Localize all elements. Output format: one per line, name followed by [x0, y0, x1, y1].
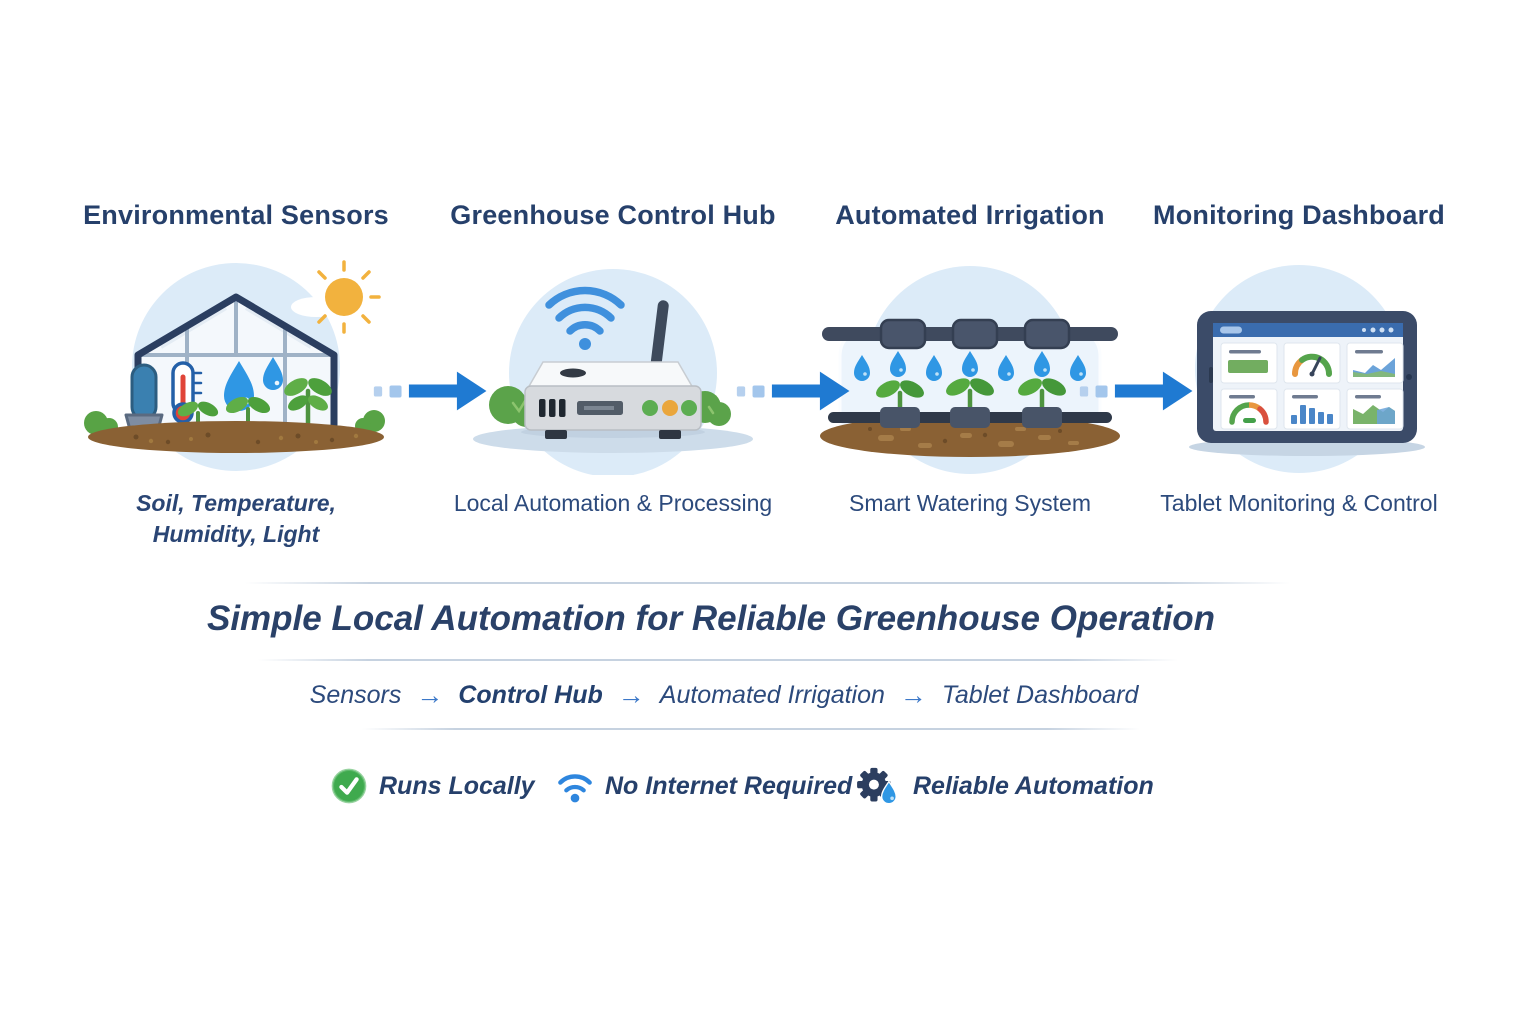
panel-monitoring-dashboard: Monitoring Dashboard: [1129, 200, 1469, 580]
arrow-right-icon: →: [416, 680, 444, 710]
drip-connector: [880, 407, 920, 428]
status-led-green: [681, 400, 697, 416]
drip-emitter: [879, 318, 927, 350]
control-hub-illustration: [473, 269, 753, 475]
dashboard-card-area-chart: [1346, 342, 1404, 384]
panel-caption: Local Automation & Processing: [453, 490, 773, 516]
vent-slots: [539, 399, 566, 417]
divider-line: [362, 728, 1140, 730]
check-circle-icon: [331, 768, 367, 804]
divider-line: [258, 659, 1178, 661]
status-led-amber: [662, 400, 678, 416]
flow-step-control-hub: Control Hub: [458, 681, 603, 709]
flow-arrow-icon: [1079, 371, 1193, 411]
badge-label: Runs Locally: [379, 771, 535, 800]
panel-caption: Soil, Temperature, Humidity, Light: [136, 490, 336, 547]
badge-reliable-automation: Reliable Automation: [854, 766, 1154, 806]
panel-title: Environmental Sensors: [83, 200, 389, 230]
flow-step-sensors: Sensors: [309, 681, 402, 709]
flow-arrow-icon: [373, 371, 487, 411]
panel-title: Automated Irrigation: [835, 200, 1105, 230]
greenhouse-sensors-illustration: [84, 260, 385, 471]
seedling-icon: [177, 378, 332, 431]
arrow-right-icon: →: [617, 680, 645, 710]
flow-step-tablet-dashboard: Tablet Dashboard: [941, 681, 1139, 709]
dashboard-card-bar-chart: [1283, 388, 1341, 430]
arrow-right-icon: →: [899, 680, 927, 710]
drip-emitter: [951, 318, 999, 350]
badge-label: Reliable Automation: [913, 771, 1154, 800]
badge-label: No Internet Required: [605, 771, 853, 800]
divider-line: [245, 582, 1290, 584]
sun-icon: [317, 260, 381, 334]
summary-title: Simple Local Automation for Reliable Gre…: [206, 599, 1216, 638]
panel-title: Greenhouse Control Hub: [450, 200, 776, 230]
water-drop-icon: [854, 351, 1086, 381]
dashboard-card-area-chart: [1346, 388, 1404, 430]
wifi-icon: [558, 774, 592, 803]
panel-caption: Tablet Monitoring & Control: [1160, 490, 1438, 516]
tablet-device: [1197, 311, 1417, 443]
header-dots: [1362, 327, 1394, 333]
gear-droplet-icon: [857, 767, 897, 805]
dashboard-card-gauge: [1283, 342, 1341, 384]
drip-connector: [950, 407, 990, 428]
drip-connector: [1022, 407, 1062, 428]
flow-sequence: Sensors → Control Hub → Automated Irriga…: [0, 680, 1492, 711]
header-pill: [1220, 326, 1242, 334]
drip-line: [828, 407, 1112, 428]
panel-automated-irrigation: Automated Irrigation: [800, 200, 1140, 580]
tablet-camera-dot: [1406, 374, 1412, 380]
panel-environmental-sensors: Environmental Sensors: [66, 200, 406, 580]
flow-arrow-icon: [736, 371, 850, 411]
tablet-side-button: [1209, 367, 1213, 383]
seedling-icon: [876, 378, 1066, 418]
summary-title-row: Simple Local Automation for Reliable Gre…: [0, 599, 1536, 639]
badge-no-internet-required: No Internet Required: [556, 766, 852, 806]
dashboard-header-bar: [1213, 323, 1403, 337]
panel-control-hub: Greenhouse Control Hub: [443, 200, 783, 580]
wifi-signal-icon: [545, 286, 625, 350]
dashboard-card-status: [1220, 342, 1278, 384]
panel-title: Monitoring Dashboard: [1153, 200, 1445, 230]
drip-irrigation-illustration: [820, 266, 1120, 474]
dashboard-card-gauge: [1220, 388, 1278, 430]
status-led-green: [642, 400, 658, 416]
irrigation-pipe: [822, 318, 1118, 350]
drip-emitter: [1023, 318, 1071, 350]
control-hub-device: [524, 300, 702, 439]
flow-step-automated-irrigation: Automated Irrigation: [659, 681, 885, 709]
tablet-dashboard-illustration: [1189, 265, 1425, 473]
panel-caption: Smart Watering System: [849, 490, 1091, 516]
antenna: [650, 300, 669, 372]
badge-runs-locally: Runs Locally: [330, 766, 535, 806]
soil-bed: [88, 421, 384, 453]
